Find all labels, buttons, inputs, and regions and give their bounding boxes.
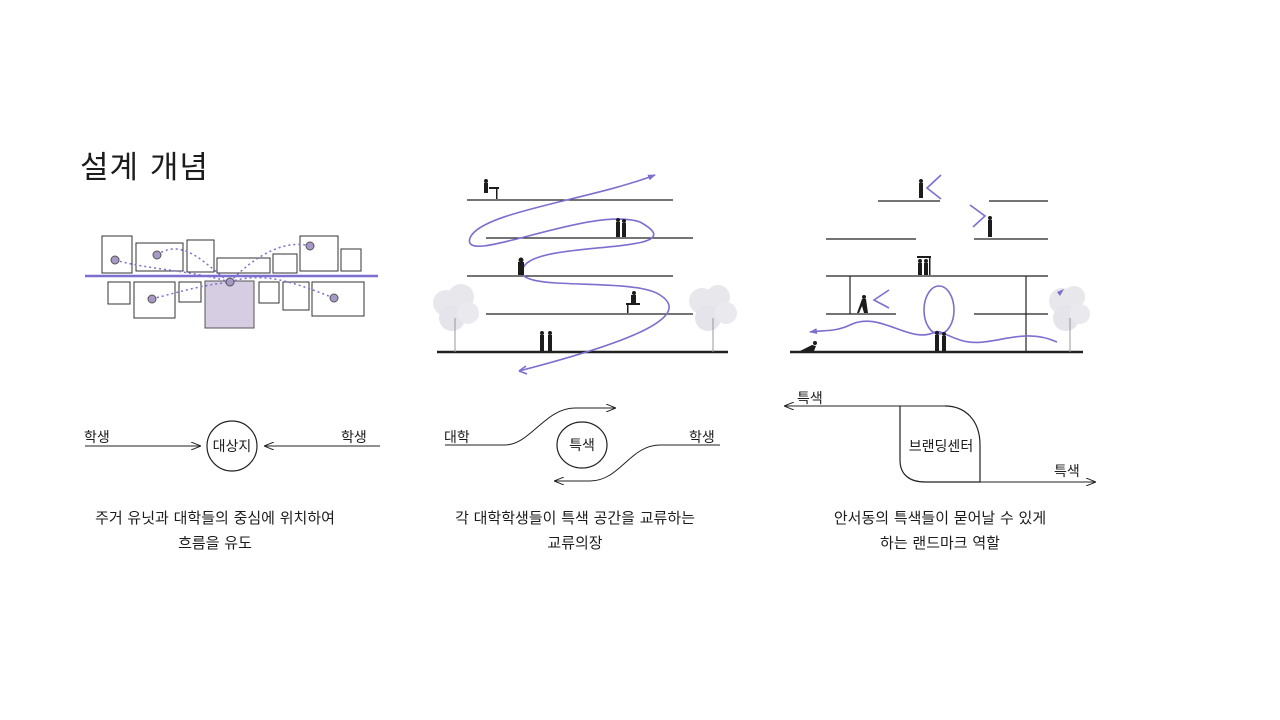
person-icon	[935, 331, 946, 351]
chevron-mark	[872, 289, 890, 309]
branding-section-diagram	[790, 174, 1090, 354]
schematic2-right-label: 학생	[689, 430, 715, 446]
schematic-2: 대학 학생 특색	[444, 408, 720, 481]
schematic1-left-label: 학생	[84, 430, 110, 446]
person-icon	[484, 179, 499, 199]
schematic2-left-label: 대학	[444, 430, 470, 446]
flow-path	[156, 248, 231, 283]
schematic-3: 특색 특색 브랜딩센터	[785, 391, 1095, 482]
flow-path	[114, 259, 231, 283]
node-points	[110, 241, 339, 304]
people-figures	[484, 179, 640, 351]
people-figures	[800, 179, 992, 351]
building-block	[101, 235, 133, 274]
person-icon	[540, 331, 552, 351]
wave-flow-path	[809, 320, 1058, 344]
person-icon	[800, 341, 817, 351]
node-point	[305, 241, 315, 251]
building-block	[258, 281, 280, 304]
chevron-mark	[925, 174, 942, 200]
person-icon	[919, 179, 923, 198]
site-plan-diagram	[101, 235, 365, 329]
building-block	[107, 281, 131, 305]
page-title: 설계 개념	[80, 150, 209, 186]
caption-1-line-1: 주거 유닛과 대학들의 중심에 위치하여	[95, 509, 335, 527]
loop-flow	[923, 285, 955, 335]
arrow-university	[445, 408, 615, 446]
node-point	[152, 250, 162, 260]
schematic2-center-label: 특색	[569, 438, 595, 454]
building-block	[340, 248, 362, 272]
building-block	[299, 235, 339, 272]
tree-icon	[689, 285, 737, 352]
schematic1-right-label: 학생	[341, 430, 367, 446]
zigzag-flow-path	[468, 174, 670, 372]
node-point	[225, 277, 235, 287]
schematic-1: 학생 학생 대상지	[84, 420, 380, 472]
arrow-student	[555, 444, 720, 481]
person-icon	[518, 257, 524, 275]
site-highlight-block	[204, 280, 255, 329]
building-block	[178, 281, 202, 303]
schematic3-center-label: 브랜딩센터	[909, 439, 973, 455]
schematic3-top-label: 특색	[797, 391, 823, 407]
tree-icon	[433, 284, 479, 352]
building-block	[186, 239, 215, 273]
node-point	[110, 255, 120, 265]
flow-path	[229, 276, 335, 299]
node-point	[147, 294, 157, 304]
person-icon	[988, 216, 992, 237]
person-icon	[616, 218, 626, 237]
caption-1-line-2: 흐름을 유도	[178, 534, 252, 552]
caption-1: 주거 유닛과 대학들의 중심에 위치하여 흐름을 유도	[60, 506, 370, 556]
flow-arrowhead	[518, 365, 528, 375]
person-icon	[917, 256, 931, 275]
schematic3-bottom-label: 특색	[1054, 464, 1080, 480]
caption-3: 안서동의 특색들이 묻어날 수 있게 하는 랜드마크 역할	[785, 506, 1095, 556]
tree-icon	[1049, 286, 1090, 352]
caption-2-line-2: 교류의장	[547, 534, 603, 552]
caption-3-line-2: 하는 랜드마크 역할	[880, 534, 1000, 552]
flow-paths	[114, 243, 335, 300]
node-point	[329, 293, 339, 303]
floor-lines	[790, 200, 1083, 354]
schematic1-center-label: 대상지	[213, 439, 252, 455]
caption-2: 각 대학학생들이 특색 공간을 교류하는 교류의장	[420, 506, 730, 556]
caption-3-line-1: 안서동의 특색들이 묻어날 수 있게	[833, 509, 1047, 527]
chevron-mark	[969, 204, 987, 228]
building-block	[216, 257, 271, 274]
building-block	[272, 253, 298, 274]
building-block	[282, 281, 310, 311]
zigzag-section-diagram	[433, 174, 737, 375]
flow-path	[229, 243, 311, 283]
feature-circle	[556, 421, 608, 469]
person-icon	[626, 291, 640, 313]
caption-2-line-1: 각 대학학생들이 특색 공간을 교류하는	[455, 509, 695, 527]
chevron-marks	[872, 174, 987, 309]
site-circle	[206, 420, 258, 472]
person-icon	[857, 295, 868, 313]
